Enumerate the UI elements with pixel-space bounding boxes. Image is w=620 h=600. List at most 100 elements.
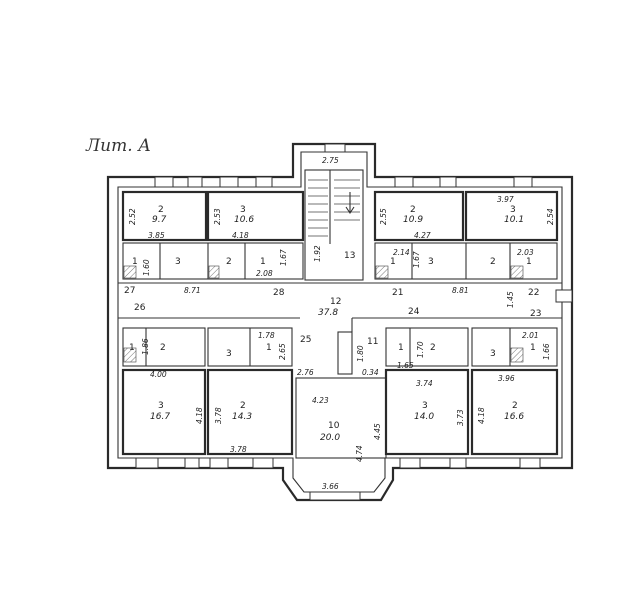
room-number: 26 bbox=[134, 303, 146, 313]
stair-block bbox=[304, 169, 364, 281]
room-number: 3 bbox=[422, 401, 428, 411]
room-number: 2 bbox=[158, 205, 164, 215]
room-number: 3 bbox=[226, 349, 232, 359]
dim-label: 3.73 bbox=[456, 409, 465, 426]
room-area: 9.7 bbox=[152, 215, 167, 225]
top-windows bbox=[154, 143, 533, 188]
room-labels-top-right: 2 10.9 3 10.1 1 3 2 1 bbox=[390, 205, 532, 267]
room-number: 27 bbox=[124, 286, 135, 296]
room-area: 14.3 bbox=[232, 412, 252, 422]
dim-label: 3.74 bbox=[416, 379, 433, 388]
dim-label: 1.67 bbox=[412, 251, 421, 268]
dim-label: 2.54 bbox=[546, 208, 555, 225]
dim-label: 1.86 bbox=[141, 338, 150, 355]
dim-label: 2.08 bbox=[256, 269, 273, 278]
room-number: 11 bbox=[367, 337, 378, 347]
room-number: 1 bbox=[132, 257, 138, 267]
dim-label: 1.67 bbox=[279, 249, 288, 266]
dim-label: 8.81 bbox=[452, 286, 469, 295]
dim-label: 3.85 bbox=[148, 231, 165, 240]
dim-label: 1.60 bbox=[142, 259, 151, 276]
top-left-block bbox=[121, 190, 305, 280]
bottom-right-block bbox=[384, 327, 559, 456]
dim-label: 2.76 bbox=[297, 368, 314, 377]
room-number: 3 bbox=[510, 205, 516, 215]
dim-label: 2.65 bbox=[278, 343, 287, 360]
room-number: 1 bbox=[390, 257, 396, 267]
room-area: 10.6 bbox=[234, 215, 254, 225]
bottom-left-block bbox=[121, 327, 294, 456]
room-number: 3 bbox=[240, 205, 246, 215]
plan-title: Лит. А bbox=[85, 136, 151, 156]
dim-label: 1.78 bbox=[258, 331, 275, 340]
room-number: 1 bbox=[260, 257, 266, 267]
dim-label: 2.52 bbox=[128, 208, 137, 225]
room-number: 2 bbox=[512, 401, 518, 411]
room-number: 1 bbox=[129, 343, 135, 353]
room-number: 1 bbox=[530, 343, 536, 353]
room-area: 10.9 bbox=[403, 215, 423, 225]
room-number: 3 bbox=[428, 257, 434, 267]
dim-label: 2.01 bbox=[522, 331, 539, 340]
room-number: 21 bbox=[392, 288, 403, 298]
dim-label: 4.74 bbox=[355, 445, 364, 462]
room-number: 24 bbox=[408, 307, 420, 317]
room-number: 23 bbox=[530, 309, 541, 319]
room-area: 10.1 bbox=[504, 215, 524, 225]
corridor-area: 37.8 bbox=[318, 308, 338, 318]
dim-label: 1.65 bbox=[397, 361, 414, 370]
corridor-number: 12 bbox=[330, 297, 341, 307]
room-number: 2 bbox=[226, 257, 232, 267]
room-area: 16.6 bbox=[504, 412, 524, 422]
room-number: 1 bbox=[526, 257, 532, 267]
room-number: 22 bbox=[528, 288, 539, 298]
room-labels-top-left: 2 9.7 3 10.6 1 3 2 1 bbox=[132, 205, 266, 267]
top-right-block bbox=[373, 190, 559, 280]
dim-label: 1.92 bbox=[313, 245, 322, 262]
dim-label: 4.27 bbox=[414, 231, 431, 240]
bottom-windows bbox=[135, 289, 573, 501]
room-area: 16.7 bbox=[150, 412, 170, 422]
dim-label: 4.18 bbox=[232, 231, 249, 240]
dim-label: 4.45 bbox=[373, 423, 382, 440]
room-number: 25 bbox=[300, 335, 311, 345]
dim-label: 1.66 bbox=[542, 343, 551, 360]
dim-label: 4.18 bbox=[195, 407, 204, 424]
room-number: 1 bbox=[398, 343, 404, 353]
dim-label: 2.14 bbox=[393, 248, 410, 257]
central-labels: 2.75 13 12 37.8 10 20.0 26 27 28 21 22 2… bbox=[124, 156, 541, 443]
hall-area: 20.0 bbox=[320, 433, 340, 443]
room-number: 3 bbox=[158, 401, 164, 411]
dim-label: 1.45 bbox=[506, 291, 515, 308]
dim-label: 4.00 bbox=[150, 370, 167, 379]
corridor bbox=[118, 282, 562, 332]
dim-label: 3.97 bbox=[497, 195, 514, 204]
dim-label: 1.70 bbox=[416, 341, 425, 358]
room-number: 2 bbox=[240, 401, 246, 411]
room-number: 2 bbox=[160, 343, 166, 353]
hall-number: 10 bbox=[328, 421, 340, 431]
stair-width-dim: 2.75 bbox=[322, 156, 339, 165]
room-number: 3 bbox=[490, 349, 496, 359]
dimension-labels: 2.52 2.53 3.85 4.18 1.60 2.08 1.67 8.71 … bbox=[128, 195, 555, 491]
dim-label: 8.71 bbox=[184, 286, 201, 295]
stair-room-number: 13 bbox=[344, 251, 355, 261]
dim-label: 3.78 bbox=[214, 407, 223, 424]
dim-label: 2.55 bbox=[379, 208, 388, 225]
dim-label: 4.18 bbox=[477, 407, 486, 424]
dim-label: 2.03 bbox=[517, 248, 534, 257]
dim-label: 3.66 bbox=[322, 482, 339, 491]
room-number: 28 bbox=[273, 288, 285, 298]
room-number: 2 bbox=[430, 343, 436, 353]
room-number: 3 bbox=[175, 257, 181, 267]
dim-label: 3.78 bbox=[230, 445, 247, 454]
room-labels-bottom-right: 1 2 3 1 3 14.0 2 16.6 bbox=[398, 343, 536, 422]
dim-label: 4.23 bbox=[312, 396, 329, 405]
room-number: 2 bbox=[410, 205, 416, 215]
room-area: 14.0 bbox=[414, 412, 434, 422]
room-labels-bottom-left: 1 2 3 1 3 16.7 2 14.3 bbox=[129, 343, 272, 422]
room-number: 1 bbox=[266, 343, 272, 353]
dim-label: 0.34 bbox=[362, 368, 379, 377]
dim-label: 2.53 bbox=[213, 208, 222, 225]
